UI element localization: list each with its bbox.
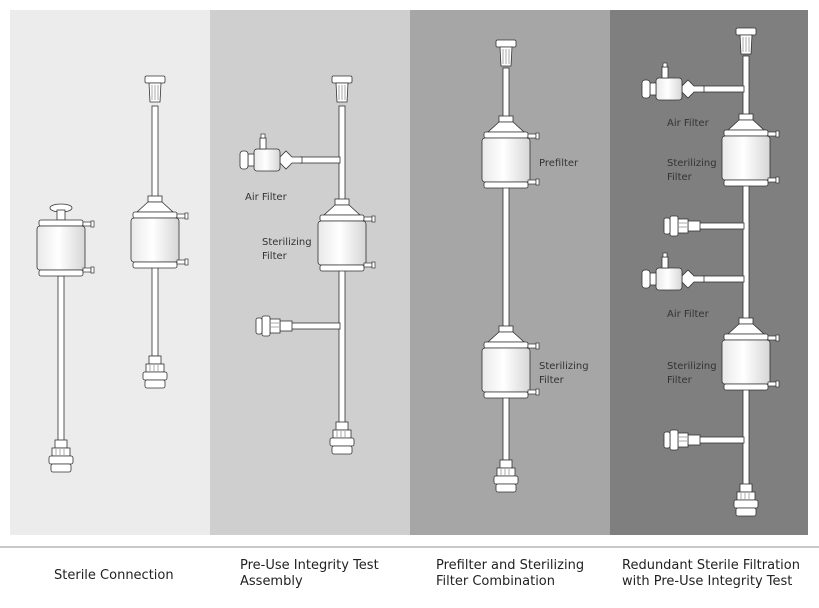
assembly-redundant-filtration bbox=[641, 27, 780, 517]
label-sterilizing-p4a: Sterilizing bbox=[667, 158, 717, 169]
label-air-filter-p4a: Air Filter bbox=[667, 118, 710, 129]
assembly-sterile-connection-right bbox=[130, 75, 189, 389]
caption-redundant-filtration: Redundant Sterile Filtration with Pre-Us… bbox=[622, 558, 800, 589]
label-filter-p4b: Filter bbox=[667, 375, 693, 386]
label-sterilizing-p3: Sterilizing bbox=[539, 361, 589, 372]
label-sterilizing-p2: Sterilizing bbox=[262, 237, 312, 248]
caption-sterile-connection: Sterile Connection bbox=[54, 568, 174, 583]
assembly-sterile-connection-left bbox=[36, 203, 95, 473]
assembly-pre-use-integrity-test bbox=[239, 75, 376, 455]
caption-prefilter-combination: Prefilter and Sterilizing Filter Combina… bbox=[436, 558, 585, 589]
label-sterilizing-p4b: Sterilizing bbox=[667, 361, 717, 372]
assembly-prefilter-combination bbox=[481, 39, 540, 493]
label-filter-p3: Filter bbox=[539, 375, 565, 386]
label-air-filter-p2: Air Filter bbox=[245, 192, 288, 203]
panel-prefilter-combination bbox=[410, 10, 610, 535]
divider-line bbox=[0, 546, 819, 548]
label-prefilter-p3: Prefilter bbox=[539, 158, 579, 169]
panel-pre-use-integrity-test bbox=[210, 10, 410, 535]
label-filter-p2: Filter bbox=[262, 251, 288, 262]
caption-pre-use-integrity-test: Pre-Use Integrity Test Assembly bbox=[240, 558, 379, 589]
label-filter-p4a: Filter bbox=[667, 172, 693, 183]
label-air-filter-p4b: Air Filter bbox=[667, 309, 710, 320]
